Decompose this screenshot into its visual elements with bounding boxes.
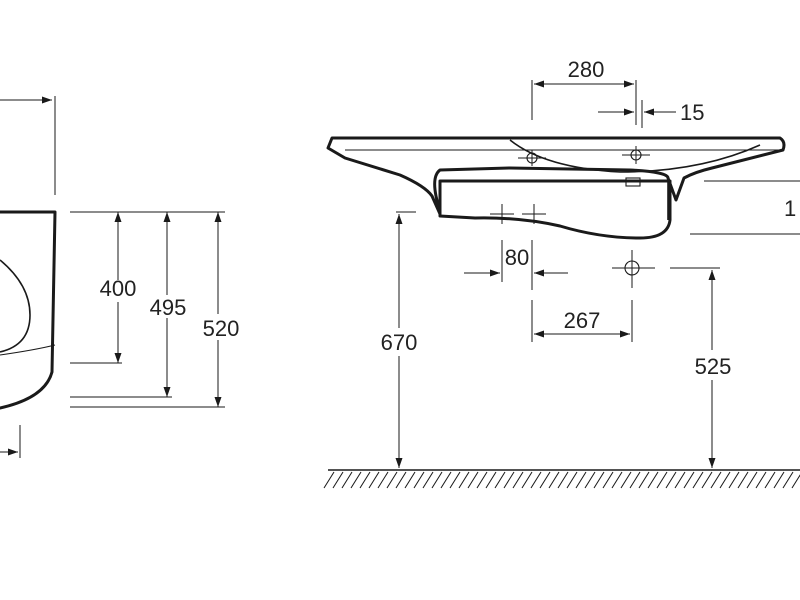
front-view: 280 15 80 267 670 525 1	[323, 57, 800, 489]
hatch-line	[737, 471, 749, 489]
hatch-line	[665, 471, 677, 489]
side-view: 400 495 520	[0, 96, 239, 458]
dim-400: 400	[100, 276, 137, 301]
dim-15: 15	[680, 100, 704, 125]
hatch-line	[350, 471, 362, 489]
hatch-line	[323, 471, 335, 489]
hatch-line	[629, 471, 641, 489]
hatch-line	[656, 471, 668, 489]
dim-280: 280	[568, 57, 605, 82]
hatch-line	[692, 471, 704, 489]
wall-outlet-marker	[612, 250, 655, 288]
hatch-line	[395, 471, 407, 489]
hatch-line	[368, 471, 380, 489]
hatch-line	[422, 471, 434, 489]
dim-670: 670	[381, 330, 418, 355]
hatch-line	[701, 471, 713, 489]
floor-hatch	[323, 469, 800, 489]
hatch-line	[503, 471, 515, 489]
hatch-line	[476, 471, 488, 489]
hatch-line	[719, 471, 731, 489]
hatch-line	[746, 471, 758, 489]
basin-front-outline	[326, 136, 786, 216]
hatch-line	[647, 471, 659, 489]
hatch-line	[548, 471, 560, 489]
hatch-line	[512, 471, 524, 489]
hatch-line	[620, 471, 632, 489]
drawer-handle-marks	[490, 204, 546, 224]
hatch-line	[674, 471, 686, 489]
hatch-line	[530, 471, 542, 489]
hatch-line	[773, 471, 785, 489]
dim-520: 520	[203, 316, 240, 341]
hatch-line	[602, 471, 614, 489]
hatch-line	[728, 471, 740, 489]
basin-side-profile	[0, 210, 57, 410]
hatch-line	[458, 471, 470, 489]
drain-marker	[622, 146, 650, 187]
hatch-line	[557, 471, 569, 489]
hatch-line	[485, 471, 497, 489]
hatch-line	[710, 471, 722, 489]
tap-hole-marker	[518, 150, 546, 166]
hatch-line	[386, 471, 398, 489]
hatch-line	[575, 471, 587, 489]
hatch-line	[332, 471, 344, 489]
dim-partial-right: 1	[784, 196, 796, 221]
hatch-line	[449, 471, 461, 489]
hatch-line	[539, 471, 551, 489]
hatch-line	[341, 471, 353, 489]
hatch-line	[377, 471, 389, 489]
hatch-line	[431, 471, 443, 489]
hatch-line	[791, 474, 800, 489]
hatch-line	[404, 471, 416, 489]
dim-525: 525	[695, 354, 732, 379]
hatch-line	[413, 471, 425, 489]
hatch-line	[782, 471, 794, 489]
hatch-line	[359, 471, 371, 489]
hatch-line	[593, 471, 605, 489]
hatch-line	[755, 471, 767, 489]
drawer-outline	[438, 179, 672, 240]
hatch-line	[521, 471, 533, 489]
hatch-line	[494, 471, 506, 489]
hatch-line	[764, 471, 776, 489]
hatch-line	[683, 471, 695, 489]
dim-80: 80	[505, 245, 529, 270]
hatch-line	[638, 471, 650, 489]
hatch-line	[611, 471, 623, 489]
hatch-line	[566, 471, 578, 489]
hatch-line	[440, 471, 452, 489]
dim-495: 495	[150, 295, 187, 320]
dim-267: 267	[564, 308, 601, 333]
hatch-line	[467, 471, 479, 489]
hatch-line	[584, 471, 596, 489]
